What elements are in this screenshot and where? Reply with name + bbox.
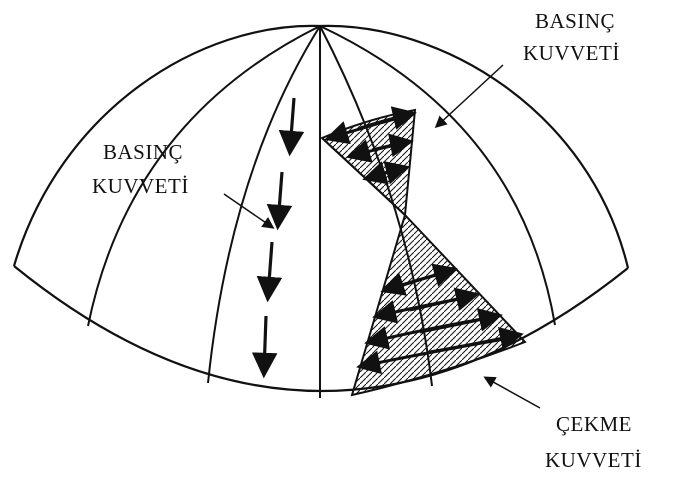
meridional-arrow-3 <box>268 242 272 296</box>
label-basinc-top-line2: KUVVETİ <box>523 43 620 64</box>
meridional-arrows <box>264 98 294 372</box>
label-cekme-line2: KUVVETİ <box>545 450 642 471</box>
meridional-arrow-2 <box>278 172 282 224</box>
leader-top-right <box>437 65 503 126</box>
label-cekme-line1: ÇEKME <box>556 414 632 435</box>
meridional-arrow-4 <box>264 316 266 372</box>
leader-left <box>224 194 272 227</box>
label-basinc-left-line1: BASINÇ <box>103 142 183 163</box>
meridional-arrow-1 <box>290 98 294 150</box>
label-basinc-top-line1: BASINÇ <box>535 11 615 32</box>
tension-wedge <box>352 215 525 395</box>
label-basinc-left-line2: KUVVETİ <box>92 176 189 197</box>
leader-bottom-right <box>486 378 540 408</box>
